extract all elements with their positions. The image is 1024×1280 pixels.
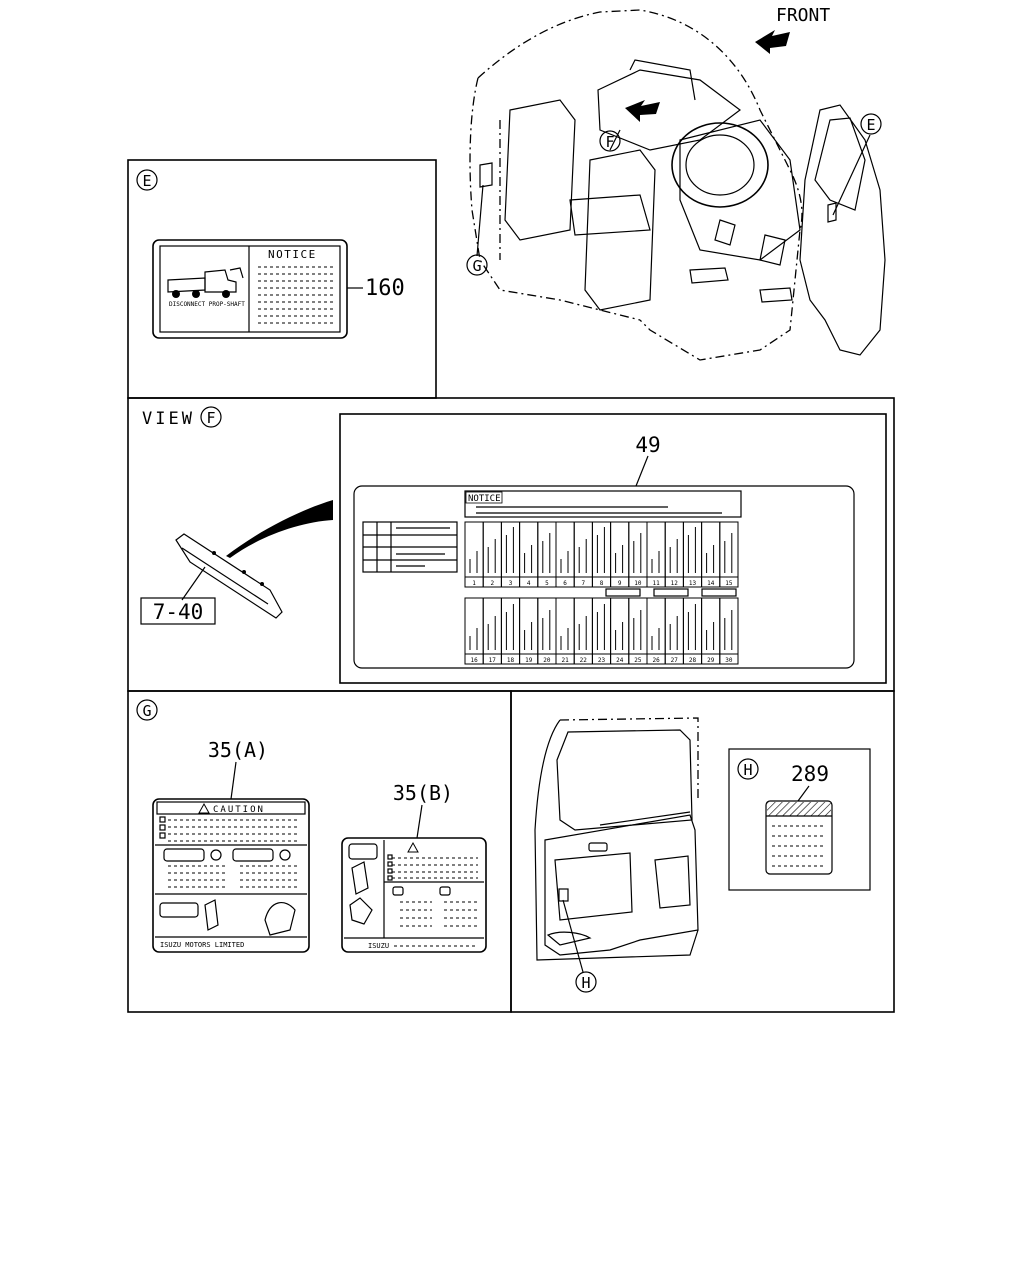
fuse-number: 6 (563, 580, 567, 587)
fuse-number: 11 (652, 580, 660, 587)
part-number-289: 289 (791, 762, 829, 786)
fuse-label-enlarged-frame (339, 413, 887, 684)
fuse-number: 29 (707, 657, 715, 664)
door-drawing (534, 717, 699, 973)
view-f-letter: F (206, 409, 215, 427)
callout-f-circle (599, 130, 621, 152)
fuse-number: 24 (616, 657, 624, 664)
notice-label-160: DISCONNECT PROP-SHAFT NOTICE (152, 239, 348, 339)
fuse-number: 2 (490, 580, 494, 587)
fuse-number: 3 (509, 580, 513, 587)
fuse-number: 21 (561, 657, 569, 664)
fuse-label-49 (353, 485, 855, 669)
callout-h-letter: H (581, 974, 590, 992)
fuse-number: 22 (580, 657, 588, 664)
fuse-slot (719, 521, 739, 588)
fuse-number: 4 (527, 580, 531, 587)
fuse-number: 20 (543, 657, 551, 664)
fuse-number: 13 (689, 580, 697, 587)
part-number-35a: 35(A) (208, 738, 268, 762)
fuse-row-2: 16 17 18 19 20 21 22 23 24 25 26 27 28 29 30 (464, 597, 739, 665)
panel-e-badge (136, 169, 158, 191)
panel-e-letter: E (142, 172, 151, 190)
fuse-number: 1 (472, 580, 476, 587)
view-f-arrow-icon (625, 100, 660, 122)
front-arrow-icon (755, 30, 790, 54)
caution-heading: CAUTION (213, 805, 265, 815)
fuse-number: 23 (598, 657, 606, 664)
caution-label-35b: ISUZU (341, 837, 487, 953)
panel-g-letter: G (142, 702, 151, 720)
callout-h-circle (575, 971, 597, 993)
fuse-number: 9 (618, 580, 622, 587)
fuse-number: 8 (600, 580, 604, 587)
callout-e-letter: E (866, 116, 875, 134)
caution-footer: ISUZU MOTORS LIMITED (160, 941, 244, 949)
fuse-number: 25 (634, 657, 642, 664)
panel-h-badge (737, 758, 759, 780)
panel-h-frame (728, 748, 871, 891)
fuse-box-cover-drawing (175, 500, 333, 619)
part-number-35b: 35(B) (393, 781, 453, 805)
cab-overview-drawing (469, 9, 886, 361)
fuse-number: 26 (652, 657, 660, 664)
caution-label-35a: CAUTION ISUZU MOTORS LIMITED (152, 798, 310, 953)
callout-g-letter: G (472, 257, 481, 275)
notice-160-caption: DISCONNECT PROP-SHAFT (169, 301, 245, 308)
view-f-badge (200, 406, 222, 428)
callout-f-letter: F (605, 133, 614, 151)
fuse-number: 30 (725, 657, 733, 664)
fuse-label-heading: NOTICE (468, 494, 501, 504)
panel-g-badge (136, 699, 158, 721)
fuse-number: 5 (545, 580, 549, 587)
fuse-number: 7 (581, 580, 585, 587)
fuse-number: 16 (470, 657, 478, 664)
label-289 (765, 800, 833, 875)
callout-e-circle (860, 113, 882, 135)
part-number-49: 49 (635, 433, 660, 457)
part-7-40-box (140, 597, 216, 625)
front-label: FRONT (776, 5, 830, 26)
fuse-number: 18 (507, 657, 515, 664)
panel-g-frame (127, 690, 512, 1013)
fuse-number: 27 (671, 657, 679, 664)
fuse-number: 10 (634, 580, 642, 587)
part-number-7-40: 7-40 (153, 600, 204, 624)
fuse-legend-table (362, 521, 458, 573)
callout-g-circle (466, 254, 488, 276)
view-f-word: VIEW (142, 409, 195, 429)
fuse-number: 15 (725, 580, 733, 587)
part-number-160: 160 (365, 276, 405, 301)
fuse-number: 12 (671, 580, 679, 587)
caution-b-footer: ISUZU (368, 942, 389, 950)
fuse-number: 14 (707, 580, 715, 587)
panel-door-frame (510, 690, 895, 1013)
notice-160-heading: NOTICE (268, 248, 317, 261)
fuse-number: 17 (489, 657, 497, 664)
fuse-number: 19 (525, 657, 533, 664)
fuse-number: 28 (689, 657, 697, 664)
fuse-slot (719, 597, 739, 665)
panel-h-letter: H (743, 761, 752, 779)
